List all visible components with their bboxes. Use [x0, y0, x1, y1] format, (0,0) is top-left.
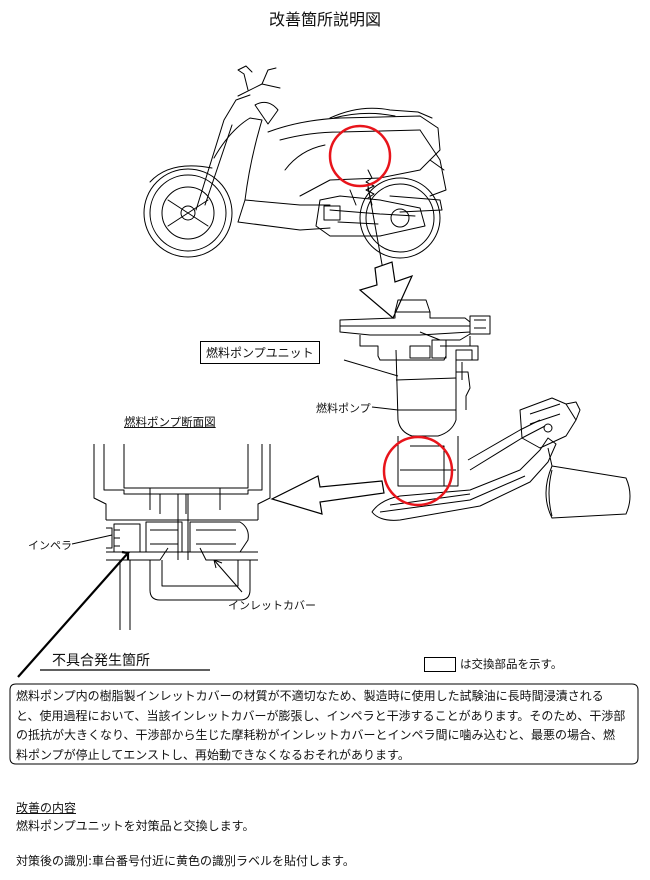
- improvement-body: 燃料ポンプユニットを対策品と交換します。: [16, 819, 255, 833]
- leader-fuel-pump: [371, 406, 399, 411]
- section-view-drawing: [93, 444, 271, 630]
- description-text: 燃料ポンプ内の樹脂製インレットカバーの材質が不適切なため、製造時に使用した試験油…: [16, 689, 626, 762]
- leader-inlet-cover-head: [213, 559, 223, 569]
- identification-text: 対策後の識別:車台番号付近に黄色の識別ラベルを貼付します。: [16, 854, 355, 868]
- fuel-pump-label: 燃料ポンプ: [316, 402, 371, 415]
- improvement-heading: 改善の内容: [16, 801, 77, 815]
- fuel-pump-unit-drawing: [339, 299, 631, 521]
- leader-inlet-cover: [213, 559, 243, 593]
- defect-location-label: 不具合発生箇所: [52, 653, 150, 669]
- leader-pump-unit: [343, 359, 399, 377]
- pump-unit-label: 燃料ポンプユニット: [200, 341, 320, 364]
- legend-swatch: [424, 657, 456, 672]
- highlight-circle-scooter: [328, 124, 392, 188]
- section-view-label: 燃料ポンプ断面図: [124, 415, 216, 429]
- leader-impeller: [71, 534, 113, 545]
- description-frame: [9, 683, 639, 765]
- scooter-illustration: [143, 65, 447, 259]
- left-arrow: [270, 475, 385, 515]
- defect-pointer: [17, 550, 131, 678]
- highlight-circle-pump: [382, 435, 454, 507]
- legend-text: は交換部品を示す。: [460, 657, 563, 671]
- inlet-cover-label: インレットカバー: [228, 599, 316, 612]
- connector-line: [367, 185, 384, 271]
- impeller-label: インペラ: [28, 539, 72, 552]
- page-title: 改善箇所説明図: [268, 10, 381, 29]
- down-arrow: [358, 261, 414, 319]
